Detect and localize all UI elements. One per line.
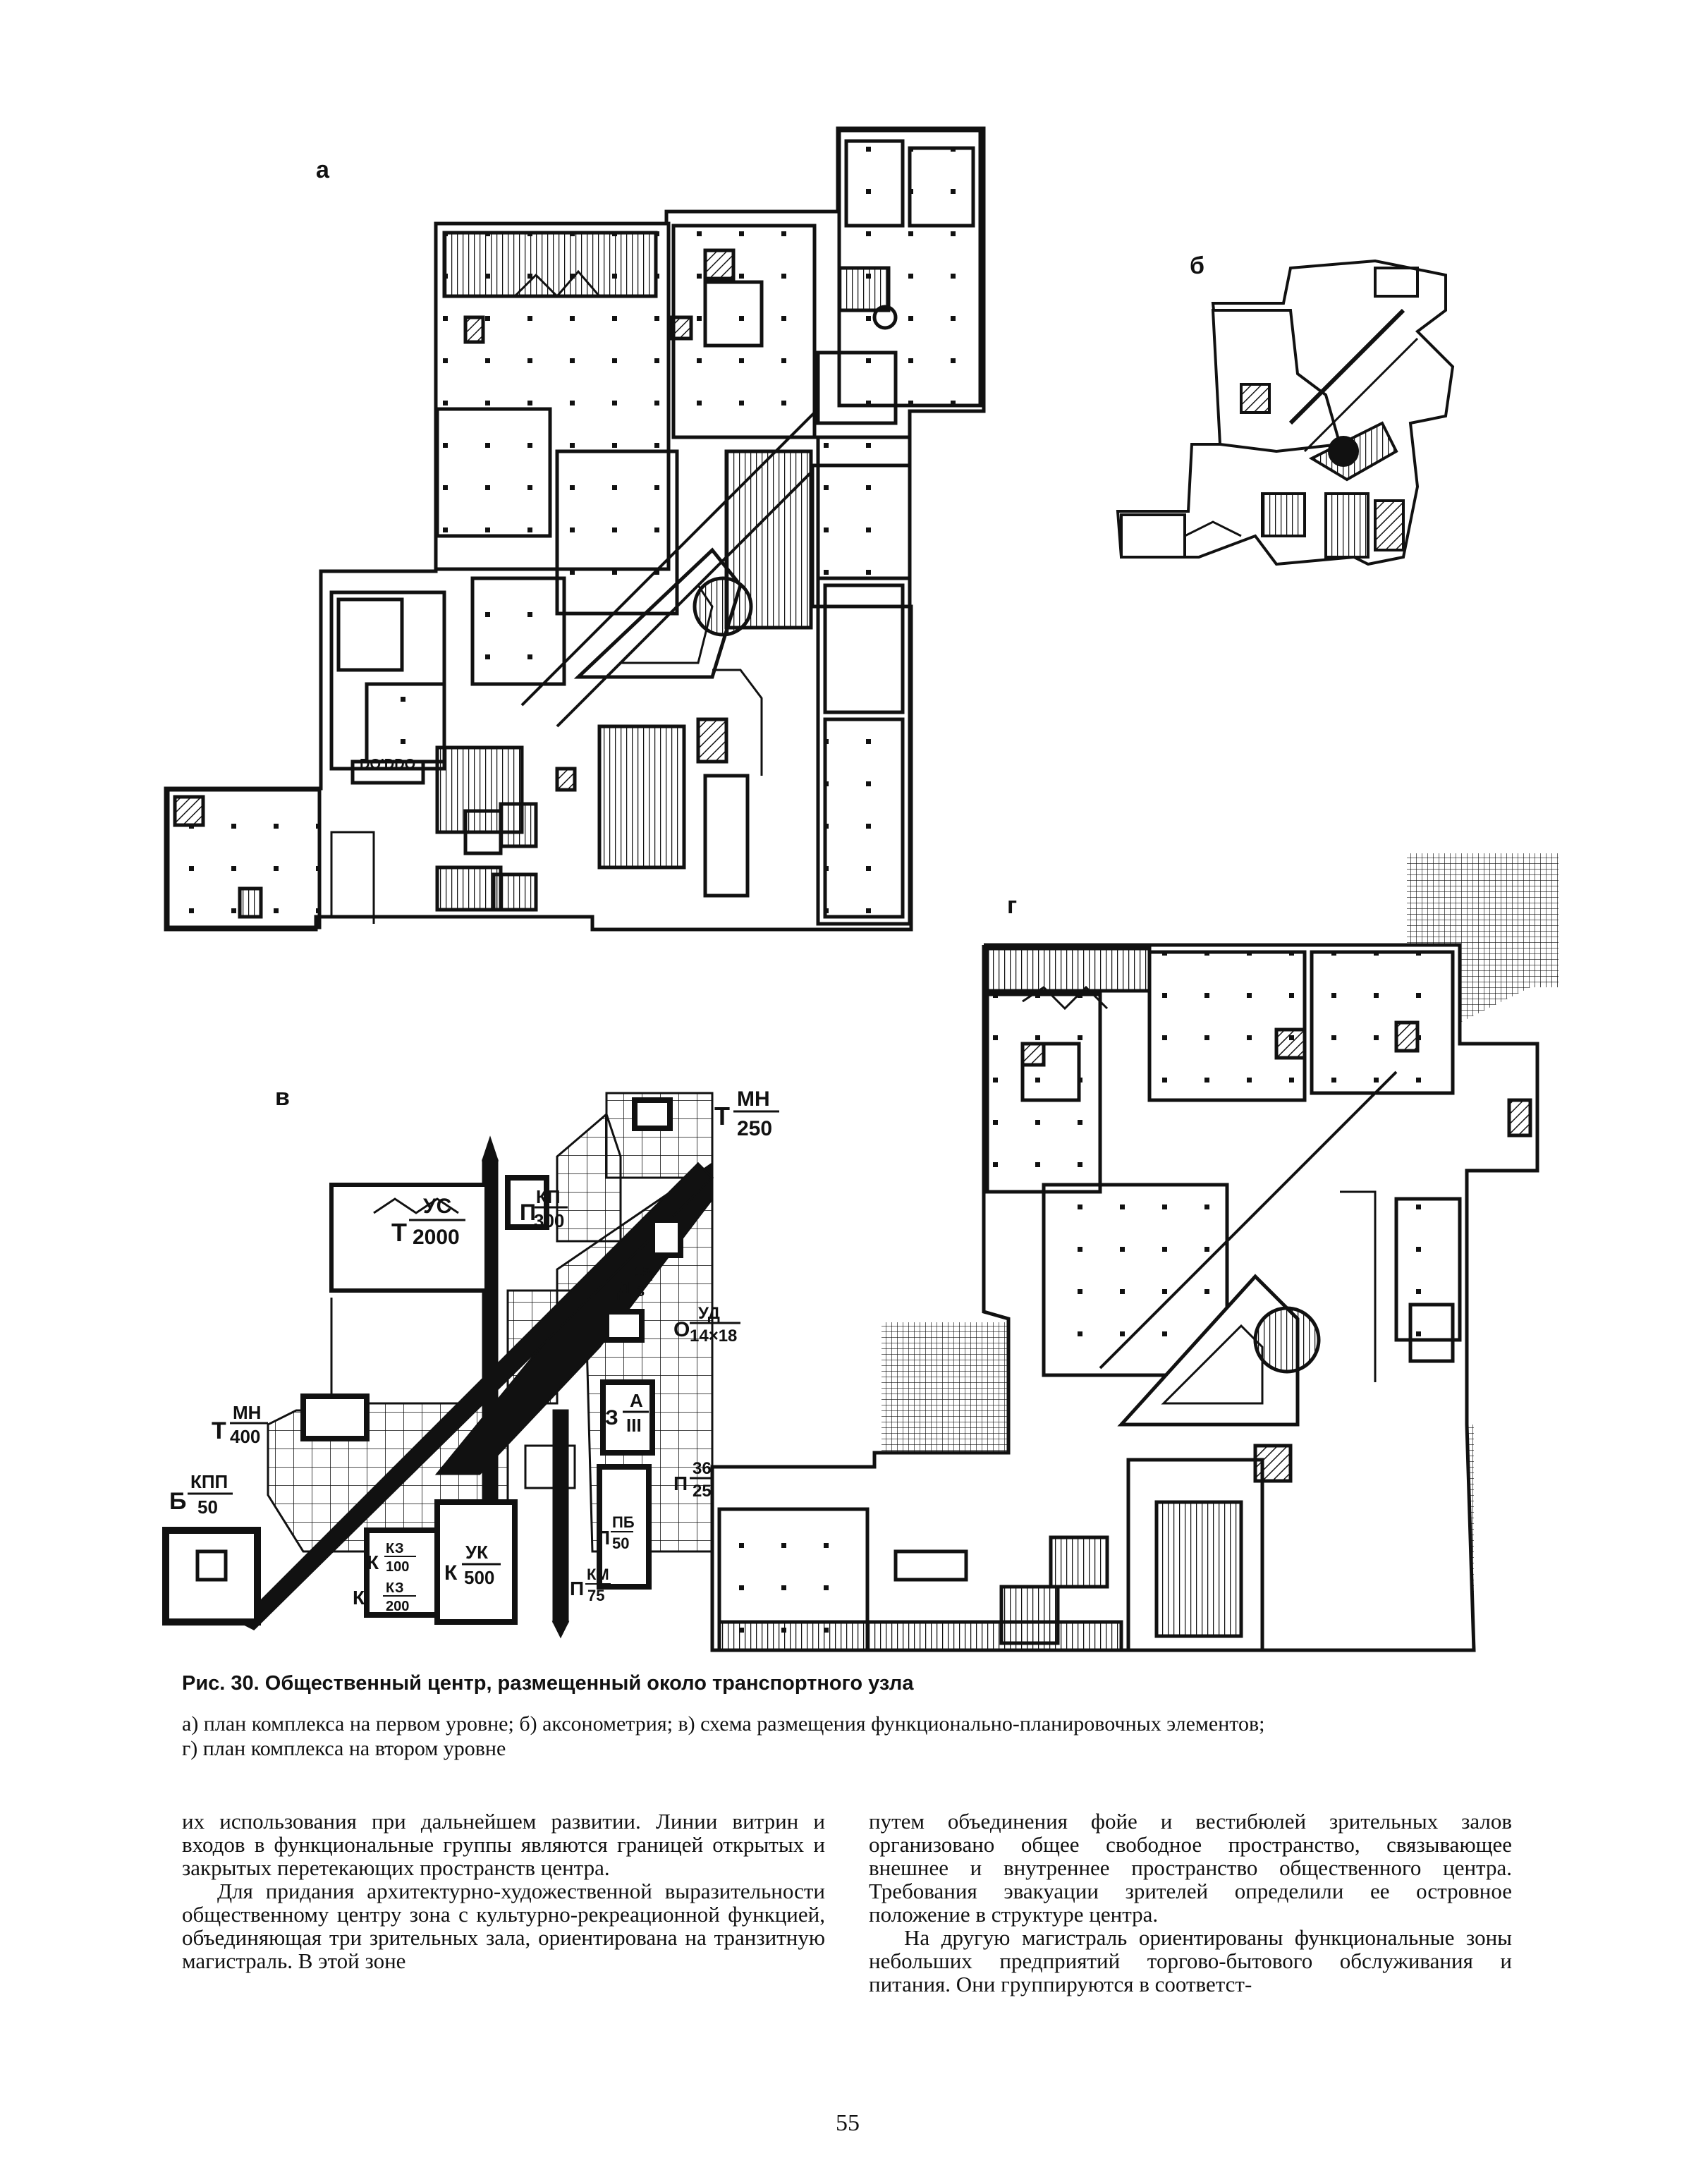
figure-drawings: DO'DDO xyxy=(162,126,1558,1652)
label-p-36-25-bottom: 25 xyxy=(693,1482,712,1501)
label-k-kz-100-top: КЗ xyxy=(386,1541,403,1556)
plan-a-room-label: DO'DDO xyxy=(360,757,415,772)
label-d-15-3-letter: Д xyxy=(617,1278,631,1300)
label-t-mn-400-bottom: 400 xyxy=(230,1426,260,1447)
left-column-paragraph-1: их использования при дальнейшем развитии… xyxy=(182,1809,825,1880)
page-number: 55 xyxy=(836,2110,860,2136)
label-t-mn-250-bottom: 250 xyxy=(737,1117,772,1140)
label-o-ud-letter: О xyxy=(673,1318,690,1341)
label-t-mn-250-letter: Т xyxy=(714,1102,730,1130)
label-t-us-2000-top: УС xyxy=(423,1195,451,1218)
plan-b-axonometry xyxy=(1116,259,1455,566)
plan-a-drawing xyxy=(164,126,986,932)
label-p-km-75-top: КМ xyxy=(587,1566,609,1583)
label-p-pb-50-letter: П xyxy=(596,1527,610,1549)
label-k-uk-500-letter: К xyxy=(444,1561,458,1585)
label-t-us-2000-bottom: 2000 xyxy=(413,1226,460,1249)
label-p-pb-50-bottom: 50 xyxy=(612,1535,629,1552)
label-k-kz-200-letter: К xyxy=(353,1587,365,1609)
label-k-kz-200-top: КЗ xyxy=(386,1580,403,1596)
panel-letter-g: г xyxy=(1007,892,1018,919)
right-column-paragraph-2: На другую магистраль ориентированы функц… xyxy=(869,1925,1512,1996)
label-p-36-25-letter: П xyxy=(673,1472,688,1494)
label-k-kz-100-letter: К xyxy=(367,1551,379,1573)
plan-g-drawing xyxy=(710,853,1558,1652)
label-z-a-bottom: III xyxy=(626,1415,642,1436)
label-o-ud-bottom: 14×18 xyxy=(690,1327,737,1346)
body-column-right: путем объединения фойе и вестибюлей зрит… xyxy=(869,1810,1512,1996)
body-column-left: их использования при дальнейшем развитии… xyxy=(182,1810,825,1972)
label-p-km-75-bottom: 75 xyxy=(587,1587,604,1604)
right-column-paragraph-1: путем объединения фойе и вестибюлей зрит… xyxy=(869,1809,1512,1927)
panel-letter-v: в xyxy=(275,1084,290,1111)
plan-v-labels: Т МН 250 Т УС 2000 П КП 300 Д 15 3 О УД … xyxy=(169,1087,779,1614)
label-t-mn-400-letter: Т xyxy=(212,1417,226,1444)
label-t-us-2000-letter: Т xyxy=(391,1218,407,1247)
label-b-kpp-letter: Б xyxy=(169,1488,186,1515)
label-d-15-3-bottom: 3 xyxy=(637,1284,645,1300)
figure-caption-title: Рис. 30. Общественный центр, размещенный… xyxy=(182,1672,914,1695)
label-k-kz-200-bottom: 200 xyxy=(386,1599,409,1614)
label-p-36-25-top: 36 xyxy=(693,1459,712,1478)
label-z-a-top: А xyxy=(630,1390,643,1411)
label-p-km-75-letter: П xyxy=(570,1578,584,1599)
figure-caption-line-1: а) план комплекса на первом уровне; б) а… xyxy=(182,1712,1265,1736)
label-t-mn-250-top: МН xyxy=(737,1087,770,1111)
label-k-uk-500-top: УК xyxy=(465,1542,488,1563)
plan-v-scheme xyxy=(162,1092,714,1639)
label-p-kp-300-top: КП xyxy=(536,1186,561,1207)
label-z-a-letter: З xyxy=(605,1406,618,1429)
label-k-uk-500-bottom: 500 xyxy=(464,1567,494,1588)
label-b-kpp-bottom: 50 xyxy=(197,1496,218,1518)
label-o-ud-top: УД xyxy=(698,1304,720,1323)
label-b-kpp-top: КПП xyxy=(190,1471,228,1492)
label-p-kp-300-letter: П xyxy=(520,1200,536,1225)
left-column-paragraph-2: Для придания архитектурно-художественной… xyxy=(182,1879,825,1973)
label-p-pb-50-top: ПБ xyxy=(612,1513,635,1531)
label-t-mn-400-top: МН xyxy=(233,1402,261,1423)
label-d-15-3-top: 15 xyxy=(635,1264,650,1280)
panel-letter-b: б xyxy=(1190,252,1205,279)
label-k-kz-100-bottom: 100 xyxy=(386,1559,409,1575)
figure-caption-line-2: г) план комплекса на втором уровне xyxy=(182,1737,506,1760)
panel-letter-a: а xyxy=(316,157,329,183)
label-p-kp-300-bottom: 300 xyxy=(534,1210,564,1231)
